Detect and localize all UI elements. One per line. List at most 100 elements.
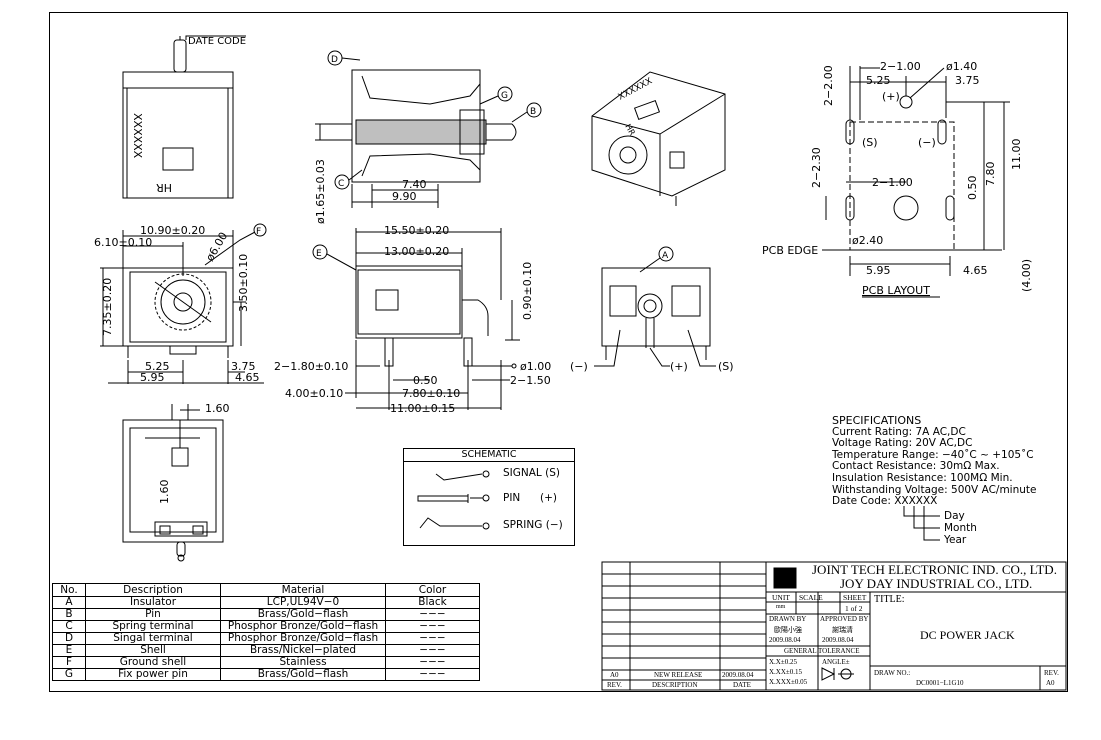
cell: −−− [385, 632, 480, 645]
cell: −−− [385, 668, 480, 681]
cell: D [52, 632, 86, 645]
rev-col: REV. [607, 681, 622, 689]
pcb-2-1-00b: 2−1.00 [872, 176, 913, 189]
dim-1-60: 1.60 [205, 402, 230, 415]
dim-4-00: 4.00±0.10 [285, 387, 343, 400]
dim-9-90: 9.90 [392, 190, 417, 203]
schematic-title: SCHEMATIC [404, 449, 574, 462]
pcb-7-80: 7.80 [984, 162, 997, 187]
dim-3-75: 3.75 [231, 360, 256, 373]
company-name-en2: JOY DAY INDUSTRIAL CO., LTD. [840, 576, 1033, 591]
dim-1-60b: 1.60 [158, 480, 171, 505]
dim-phi-6: ø6.00 [203, 230, 230, 264]
drawn-by: 歐陽小強 [774, 626, 802, 634]
col-no: No. [52, 583, 86, 597]
pcb-s: (S) [862, 136, 878, 149]
letter-b: B [530, 107, 536, 117]
unit-value: mm [776, 604, 786, 610]
dim-13-00: 13.00±0.20 [384, 245, 449, 258]
table-header: No. Description Material Color [52, 583, 480, 597]
schematic-signal: SIGNAL (S) [503, 467, 560, 479]
dim-3-50: 3.50±0.10 [237, 254, 250, 312]
pcb-4-65: 4.65 [963, 264, 988, 277]
cell: B [52, 608, 86, 621]
rev-value: A0 [1046, 679, 1055, 687]
tolerance-2: X.XX±0.15 [769, 668, 803, 676]
draw-no-label: DRAW NO.: [874, 669, 911, 677]
section-view: D G B C ø1.65±0.03 7.40 9.90 [314, 50, 542, 224]
approved-date: 2009.08.04 [822, 636, 854, 644]
pcb-3-75: 3.75 [955, 74, 980, 87]
iso-hr-mark: HR [623, 123, 637, 138]
unit-label: UNIT [772, 593, 790, 602]
rear-view: A (−) (+) (S) [570, 246, 734, 373]
pcb-11-00: 11.00 [1010, 139, 1023, 171]
rev-row-rev: A0 [610, 671, 619, 679]
rev-label: REV. [1044, 669, 1059, 677]
pcb-layout-title: PCB LAYOUT [862, 284, 930, 297]
date-code-label: DATE CODE [188, 36, 246, 47]
dim-2-1-50: 2−1.50 [510, 374, 551, 387]
cell: A [52, 596, 86, 609]
spec-line: Voltage Rating: 20V AC,DC [832, 437, 973, 450]
pcb-2-1-00: 2−1.00 [880, 60, 921, 73]
spec-line: Temperature Range: −40˚C ~ +105˚C [832, 448, 1034, 461]
cell: Black [385, 596, 480, 609]
approved-by: 謝瑞清 [832, 626, 853, 634]
cell: Ground shell [85, 656, 221, 669]
cell: LCP,UL94V−0 [220, 596, 386, 609]
cell: Pin [85, 608, 221, 621]
dim-7-40: 7.40 [402, 178, 427, 191]
pcb-4-00: (4.00) [1020, 259, 1033, 292]
date-code-year: Year [944, 534, 967, 546]
spec-line: Date Code: XXXXXX [832, 495, 938, 508]
dim-4-65: 4.65 [235, 371, 260, 384]
pcb-edge: PCB EDGE [762, 244, 818, 257]
dim-6-10: 6.10±0.10 [94, 236, 152, 249]
angle-label: ANGLE± [822, 658, 850, 666]
scale-label: SCALE [799, 593, 823, 602]
cell: −−− [385, 608, 480, 621]
sheet-label: SHEET [843, 593, 867, 602]
schematic-symbols [417, 470, 490, 530]
cell: Phosphor Bronze/Gold−flash [220, 632, 386, 645]
dim-0-90: 0.90±0.10 [521, 262, 534, 320]
pcb-5-25: 5.25 [866, 74, 891, 87]
spec-line: Current Rating: 7A AC,DC [832, 425, 966, 438]
date-code-day: Day [944, 510, 965, 522]
general-tolerance: GENERAL TOLERANCE [784, 647, 860, 655]
cell: Singal terminal [85, 632, 221, 645]
letter-c: C [338, 179, 344, 189]
drawing-frame [49, 12, 1068, 692]
rev-row-desc: NEW RELEASE [654, 671, 703, 679]
dim-15-50: 15.50±0.20 [384, 224, 449, 237]
cell: Stainless [220, 656, 386, 669]
cell: E [52, 644, 86, 657]
rear-s: (S) [718, 360, 734, 373]
pcb-layout-view: PCB EDGE 2−2.00 2−1.00 ø1.40 5.25 3.75 (… [762, 60, 1033, 298]
pcb-plus: (+) [882, 90, 900, 103]
cell: Shell [85, 644, 221, 657]
date-code-brackets [903, 506, 940, 541]
cell: Brass/Nickel−plated [220, 644, 386, 657]
spec-line: Withstanding Voltage: 500V AC/minute [832, 483, 1037, 496]
dim-5-95: 5.95 [140, 371, 165, 384]
cell: C [52, 620, 86, 633]
title-block-lines: ⚡ [601, 561, 1067, 691]
col-description: Description [85, 583, 221, 597]
pcb-phi-1-40: ø1.40 [946, 60, 977, 73]
spec-line: Insulation Resistance: 100MΩ Min. [832, 471, 1013, 484]
drawn-date: 2009.08.04 [769, 636, 801, 644]
dim-10-90: 10.90±0.20 [140, 224, 205, 237]
title-label: TITLE: [874, 594, 905, 605]
isometric-view: XXXXXX HR [591, 71, 726, 206]
cell: Brass/Gold−flash [220, 608, 386, 621]
rear-plus: (+) [670, 360, 688, 373]
